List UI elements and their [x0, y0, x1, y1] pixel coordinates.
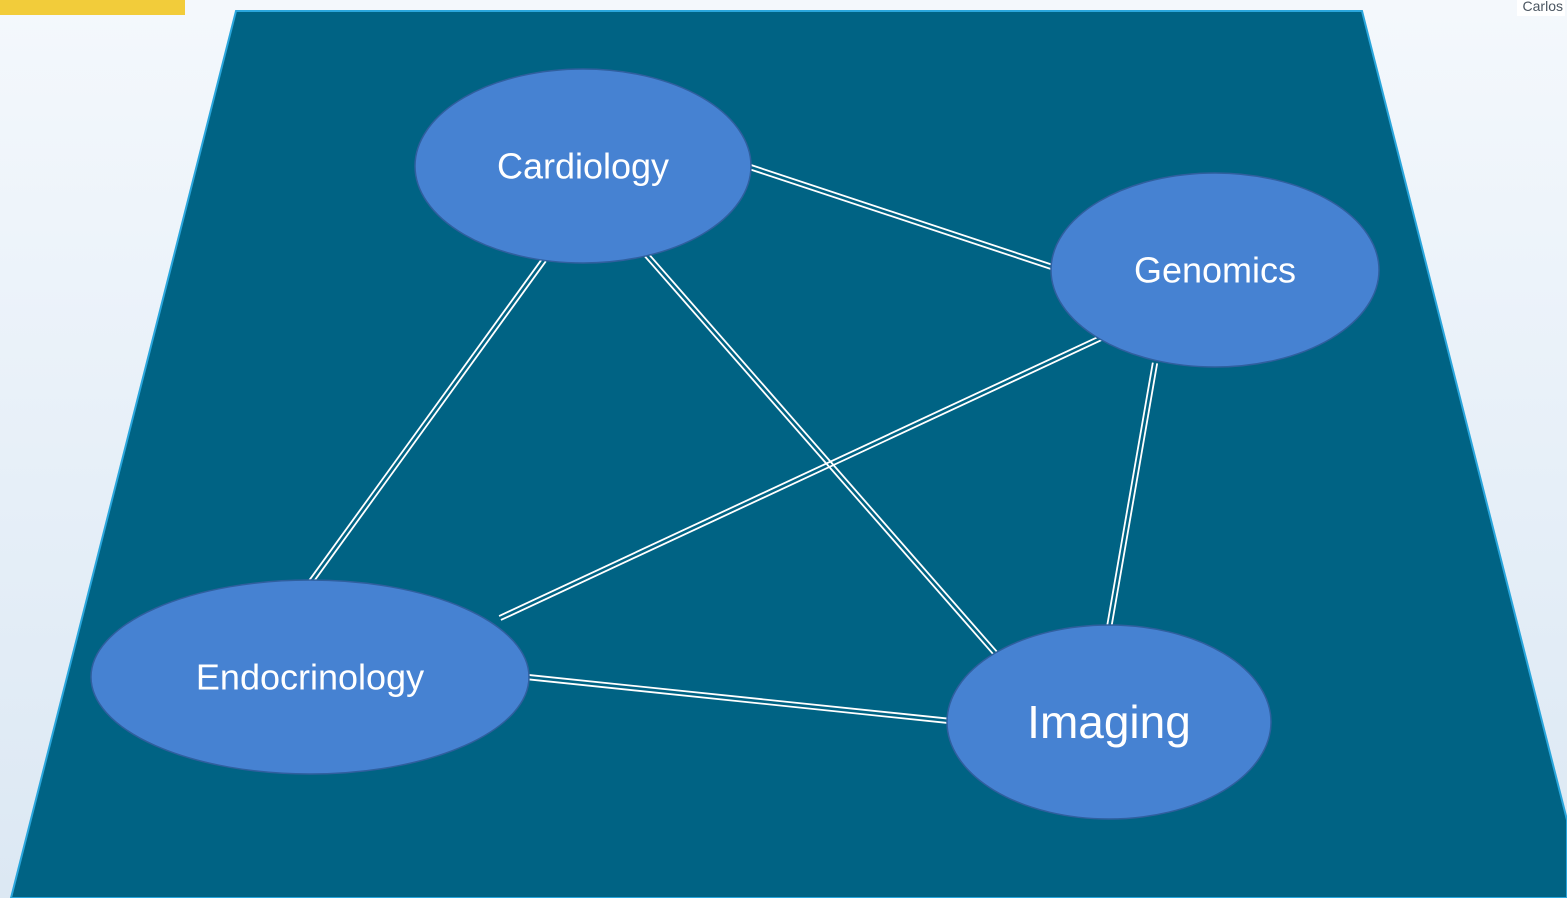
- edge-line: [749, 168, 1055, 271]
- node-endocrinology: Endocrinology: [90, 579, 530, 775]
- edge-line: [527, 673, 951, 720]
- node-cardiology: Cardiology: [414, 68, 752, 264]
- edge-line: [637, 241, 999, 654]
- node-label: Genomics: [1134, 250, 1296, 291]
- edge-cardiology-endocrinology: [307, 258, 547, 585]
- edge-line: [1105, 362, 1154, 628]
- edge-line: [1110, 363, 1159, 629]
- node-label: Imaging: [1027, 696, 1191, 748]
- edge-line: [634, 244, 996, 657]
- edge-cardiology-imaging: [634, 241, 999, 657]
- edge-line: [500, 338, 1105, 621]
- node-label: Cardiology: [497, 146, 669, 187]
- node-label: Endocrinology: [196, 657, 424, 698]
- edges-layer: [307, 164, 1159, 725]
- node-ellipse: [414, 68, 752, 264]
- edge-genomics-imaging: [1105, 362, 1159, 629]
- node-imaging: Imaging: [946, 624, 1272, 820]
- node-genomics: Genomics: [1050, 172, 1380, 368]
- edge-cardiology-genomics: [749, 164, 1056, 271]
- edge-line: [750, 164, 1056, 267]
- accent-bar: [0, 0, 185, 15]
- node-ellipse: [90, 579, 530, 775]
- edge-line: [526, 678, 950, 725]
- corner-text: Carlos: [1516, 0, 1565, 16]
- edge-line: [307, 258, 543, 583]
- edge-genomics-endocrinology: [498, 334, 1105, 621]
- node-ellipse: [1050, 172, 1380, 368]
- node-ellipse: [946, 624, 1272, 820]
- edge-line: [311, 260, 547, 585]
- edge-endocrinology-imaging: [526, 673, 951, 725]
- edge-line: [498, 334, 1103, 617]
